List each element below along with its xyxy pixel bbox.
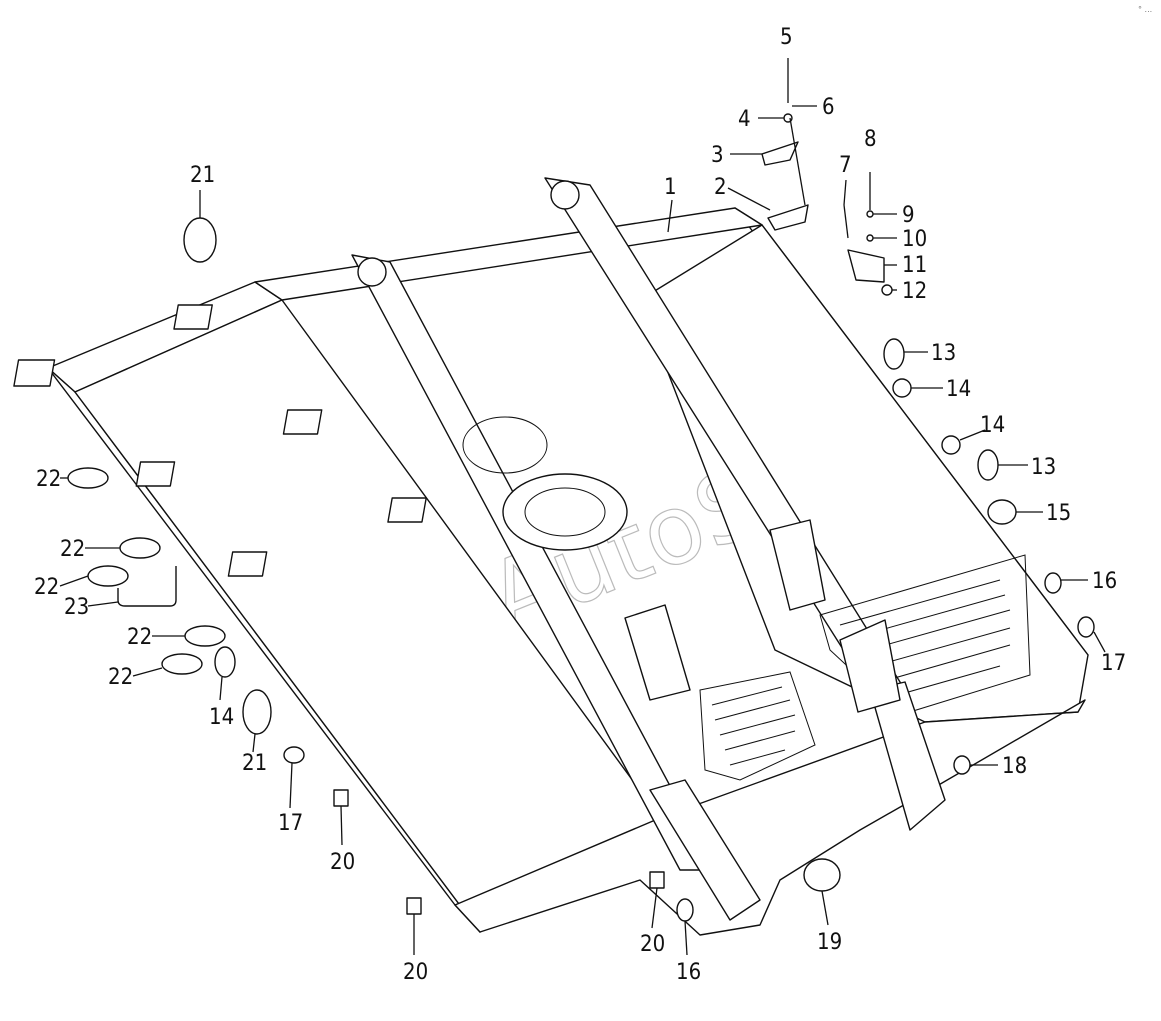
right-boom-pin-boss: [550, 180, 580, 210]
oval-seal-22b: [119, 537, 161, 559]
mount-pad: [13, 359, 56, 387]
callout-12: 12: [902, 279, 927, 304]
swing-bearing-ring: [502, 473, 628, 551]
cap-19: [803, 858, 841, 892]
callout-4: 4: [738, 107, 751, 132]
callout-20-left: 20: [330, 850, 355, 875]
callout-17-right: 17: [1101, 651, 1126, 676]
cap-14a: [892, 378, 912, 398]
callout-20-centre: 20: [640, 932, 665, 957]
callout-14-middle: 14: [980, 413, 1005, 438]
engine-mount-pads: [13, 304, 427, 577]
front-left-foot: [649, 779, 761, 921]
callout-15: 15: [1046, 501, 1071, 526]
callout-18: 18: [1002, 754, 1027, 779]
callout-9: 9: [902, 203, 915, 228]
cap-14b: [941, 435, 961, 455]
grille-slots: [711, 579, 1011, 766]
callout-22-fourth: 22: [127, 625, 152, 650]
grommet-20b: [406, 897, 422, 915]
callout-21-lower: 21: [242, 751, 267, 776]
rear-access-hole: [462, 416, 548, 474]
washer-9: [866, 210, 874, 218]
oval-seal-22e: [161, 653, 203, 675]
centre-tower: [624, 604, 691, 701]
corner-mark: ° ...: [1138, 5, 1152, 14]
bolt-7: [843, 204, 849, 239]
cap-15: [987, 499, 1017, 525]
mount-pad: [135, 461, 176, 487]
washer-10: [866, 234, 874, 242]
nut-12: [881, 284, 893, 296]
oval-seal-22a: [67, 467, 109, 489]
cap-17b: [283, 746, 305, 764]
plug-13a: [883, 338, 905, 370]
plug-18: [953, 755, 971, 775]
callout-23: 23: [64, 595, 89, 620]
cap-14c: [214, 646, 236, 678]
mount-pad: [227, 551, 268, 577]
leader-lines: [59, 58, 1106, 956]
callout-20-bottom: 20: [403, 960, 428, 985]
callout-13-lower: 13: [1031, 455, 1056, 480]
plug-16b: [676, 898, 694, 922]
callout-22-third: 22: [34, 575, 59, 600]
callout-17-left: 17: [278, 811, 303, 836]
callout-3: 3: [711, 143, 724, 168]
callout-labels: 5 6 4 3 2 1 7 8 9 10 11 12 13 14 14 13 1…: [34, 25, 1126, 985]
callout-21-upper: 21: [190, 163, 215, 188]
oval-seal-22c: [87, 565, 129, 587]
callout-13-upper: 13: [931, 341, 956, 366]
right-grille-plate: [819, 554, 1031, 716]
right-rear-tower: [769, 519, 826, 611]
grommet-20c: [333, 789, 349, 807]
mount-pad: [173, 304, 213, 330]
callout-10: 10: [902, 227, 927, 252]
bracket-11: [847, 249, 885, 283]
callout-11: 11: [902, 253, 927, 278]
callout-14-upper: 14: [946, 377, 971, 402]
callout-7: 7: [839, 153, 852, 178]
mount-pad: [282, 409, 323, 435]
cover-plate-3: [761, 141, 799, 166]
left-boom-pin-boss: [357, 257, 387, 287]
callout-5: 5: [780, 25, 793, 50]
right-tower: [839, 619, 901, 713]
mount-pad: [387, 497, 427, 523]
callout-8: 8: [864, 127, 877, 152]
callout-22-fifth: 22: [108, 665, 133, 690]
callout-16-bottom: 16: [676, 960, 701, 985]
callout-16-right: 16: [1092, 569, 1117, 594]
plug-17a: [1077, 616, 1095, 638]
cover-plate-2: [767, 204, 809, 231]
callout-1: 1: [664, 175, 677, 200]
oval-seal-22d: [184, 625, 226, 647]
swing-bearing-bore: [524, 487, 606, 537]
plug-13b: [977, 449, 999, 481]
front-grille-plate: [699, 671, 816, 781]
callout-22-top: 22: [36, 467, 61, 492]
callout-22-second: 22: [60, 537, 85, 562]
callout-6: 6: [822, 95, 835, 120]
main-frame: [13, 177, 1089, 936]
callout-2: 2: [714, 175, 727, 200]
plug-16a: [1044, 572, 1062, 594]
callout-19: 19: [817, 930, 842, 955]
plug-21a: [183, 217, 217, 263]
plug-21b: [242, 689, 272, 735]
handle-23: [117, 566, 177, 607]
callout-14-left: 14: [209, 705, 234, 730]
grommet-20a: [649, 871, 665, 889]
